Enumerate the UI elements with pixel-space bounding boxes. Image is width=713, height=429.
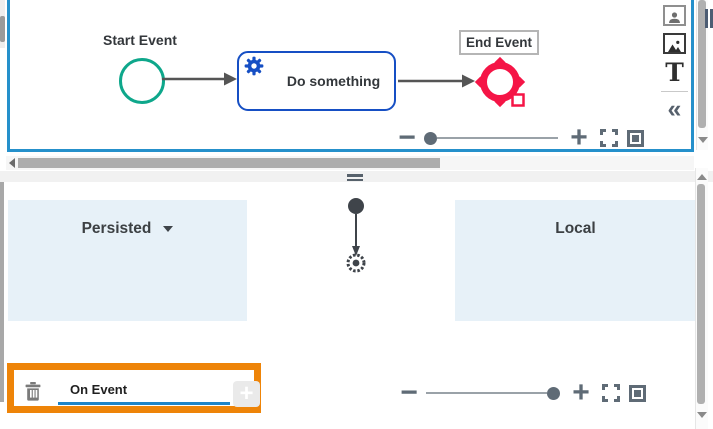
scroll-left-arrow-icon[interactable] [9,158,15,168]
add-event-button[interactable]: + [233,381,260,407]
zoom-slider[interactable] [426,386,560,400]
fit-screen-icon[interactable] [600,129,618,147]
zoom-slider-track[interactable] [426,392,547,394]
horizontal-scrollbar-thumb[interactable] [18,158,440,168]
start-event-shape[interactable] [119,58,165,104]
persisted-dropdown[interactable]: Persisted [82,220,174,238]
sequence-flow-arrow[interactable] [162,71,238,87]
local-lane[interactable]: Local [455,200,696,321]
chevron-down-icon [163,226,174,232]
resize-handle[interactable] [511,93,525,107]
scroll-up-arrow-icon[interactable] [697,174,707,180]
end-event-shape[interactable] [468,50,532,114]
initial-state-node[interactable] [348,198,364,214]
actor-icon[interactable] [663,5,686,26]
zoom-slider[interactable] [424,131,558,145]
right-scrollbar-thumb-bottom[interactable] [697,184,705,404]
panel-resize-handle[interactable] [705,9,713,28]
canvas-toolbar: T « [658,0,691,124]
event-name-input[interactable] [58,378,230,405]
end-event-label[interactable]: End Event [459,30,539,55]
zoom-in-button[interactable]: + [572,376,590,409]
splitter-bar[interactable] [0,171,713,182]
sequence-flow-arrow[interactable] [398,73,476,89]
final-state-node[interactable] [346,253,366,273]
event-mini-diagram[interactable] [340,196,372,276]
zoom-out-button[interactable]: − [398,121,416,154]
start-event-label[interactable]: Start Event [103,32,177,48]
persisted-lane[interactable]: Persisted [8,200,247,321]
left-scrollbar-thumb-top[interactable] [0,16,5,42]
event-editor-highlight: + [7,363,261,413]
image-icon[interactable] [663,33,686,54]
panel-zoom-control: − + [399,378,646,408]
zoom-slider-track[interactable] [437,137,558,139]
reset-view-icon[interactable] [629,384,646,402]
persisted-label: Persisted [81,220,152,237]
fit-screen-icon[interactable] [602,384,620,402]
zoom-in-button[interactable]: + [570,121,588,154]
scroll-down-arrow-icon[interactable] [697,412,707,418]
task-shape[interactable]: Do something [237,51,396,111]
reset-view-icon[interactable] [627,129,644,147]
toolbar-divider [661,91,688,92]
zoom-out-button[interactable]: − [400,376,418,409]
right-scrollbar-thumb-top[interactable] [698,0,706,128]
left-scrollbar-thumb-bottom[interactable] [0,172,4,402]
gear-icon [244,56,264,76]
canvas-zoom-control: − + [397,123,644,153]
task-label: Do something [286,73,381,89]
trash-icon[interactable] [25,382,41,401]
splitter-drag-handle[interactable] [347,174,363,181]
text-tool-icon[interactable]: T [665,58,684,87]
zoom-slider-handle[interactable] [424,131,437,145]
collapse-toolbar-icon[interactable]: « [667,95,682,123]
local-label: Local [555,220,596,237]
zoom-slider-handle[interactable] [547,386,560,400]
scroll-down-arrow-icon[interactable] [698,137,708,143]
